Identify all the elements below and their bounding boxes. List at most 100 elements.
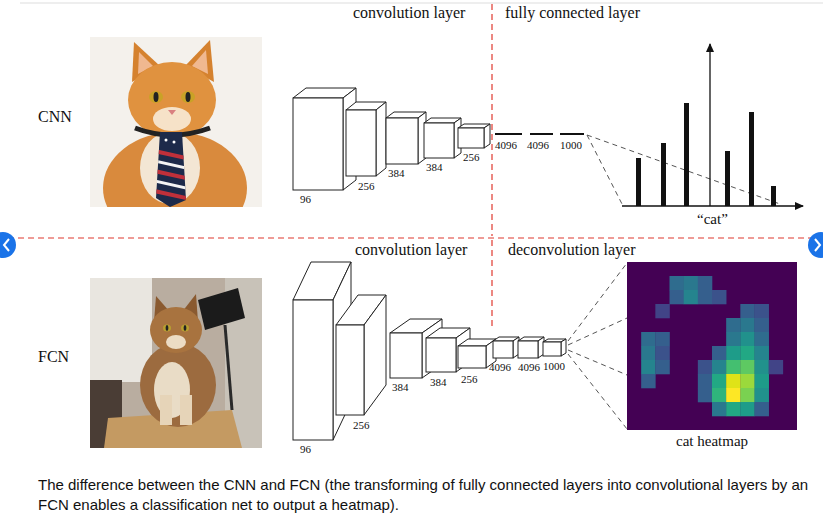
channel-count: 4096: [527, 139, 549, 152]
layer-cube: [386, 112, 426, 164]
cat-photo-part-part: [150, 180, 195, 190]
cube-face: [293, 300, 333, 440]
heatmap-label: cat heatmap: [676, 433, 748, 450]
divider-lines-part: [8, 237, 815, 238]
row-label: FCN: [38, 348, 69, 366]
cat-photo-part: [163, 325, 171, 332]
leader-line-part: [568, 263, 627, 341]
heatmap-cell: [726, 374, 740, 388]
frame-line: [20, 3, 823, 4]
cube-face: [518, 341, 538, 358]
heatmap-cell: [726, 360, 740, 374]
channel-count: 256: [463, 151, 480, 164]
heatmap-cell: [655, 332, 669, 346]
heatmap-cell: [641, 346, 655, 360]
nav-button-part: [4, 239, 9, 251]
heatmap-cell: [670, 276, 684, 290]
channel-count: 4096: [489, 361, 511, 374]
cube-face: [484, 124, 490, 148]
heatmap-cell: [712, 346, 726, 360]
cube-face: [543, 342, 561, 356]
section-title: convolution layer: [355, 241, 467, 259]
cat-photo-part-part: [165, 139, 168, 142]
heatmap: [627, 262, 797, 430]
bar-chart-part: [636, 158, 641, 206]
cat-photo-part-part: [150, 160, 195, 170]
cat-photo-part: [90, 278, 262, 448]
cat-photo-part: [166, 325, 169, 331]
heatmap-cell: [726, 346, 740, 360]
divider-lines-part: [491, 4, 492, 236]
cat-photo-part-part: [150, 170, 195, 180]
cube-face: [346, 110, 376, 176]
cube-face: [561, 339, 566, 356]
cat-photo-part-part: [150, 150, 195, 160]
channel-count: 384: [388, 167, 405, 180]
cat-photo-part: [150, 139, 195, 201]
heatmap-cell: [755, 318, 769, 332]
layer-cube: [543, 339, 566, 356]
cat-photo-part: [150, 307, 202, 353]
cat-photo-part: [140, 343, 216, 427]
leader-line-part: [568, 350, 627, 375]
cat-photo-part: [166, 335, 186, 349]
heatmap-cell: [712, 402, 726, 416]
layer-cube: [518, 337, 544, 358]
channel-count: 4096: [518, 361, 540, 374]
heatmap-cell: [712, 290, 726, 304]
heatmap-cell: [726, 332, 740, 346]
channel-count: 4096: [495, 139, 517, 152]
bar-chart-part: [749, 112, 754, 206]
cube-face: [376, 102, 386, 176]
heatmap-cell: [684, 276, 698, 290]
cat-photo-part: [181, 91, 195, 103]
cube-face: [293, 98, 343, 190]
cube-face: [424, 123, 454, 158]
heatmap-cell: [755, 388, 769, 402]
heatmap-cell: [740, 318, 754, 332]
cat-photo-part: [149, 91, 163, 103]
bar-chart-part: [725, 151, 730, 206]
heatmap-cell: [655, 360, 669, 374]
cube-face: [493, 341, 513, 358]
heatmap-cell: [641, 332, 655, 346]
channel-count: 256: [353, 419, 370, 432]
layer-cube: [493, 337, 519, 358]
cube-face: [458, 346, 486, 368]
heatmap-cell: [755, 402, 769, 416]
heatmap-cell: [755, 346, 769, 360]
heatmap-cell: [726, 388, 740, 402]
heatmap-cell: [712, 374, 726, 388]
channel-count: 256: [461, 373, 478, 386]
heatmap-cell: [755, 374, 769, 388]
heatmap-cell: [712, 388, 726, 402]
bar-chart-part: [709, 44, 710, 206]
cat-photo-part: [160, 395, 172, 425]
heatmap-cell: [769, 360, 783, 374]
cat-photo-part: [168, 110, 176, 115]
cat-photo-part: [181, 325, 189, 332]
row-label: CNN: [38, 108, 72, 126]
heatmap-cell: [755, 360, 769, 374]
heatmap-cell: [740, 402, 754, 416]
channel-count: 384: [392, 381, 409, 394]
channel-count: 1000: [560, 139, 582, 152]
cube-face: [426, 338, 456, 372]
cat-photo-part: [184, 325, 187, 331]
caption: The difference between the CNN and FCN (…: [38, 475, 820, 515]
layer-cube: [346, 102, 386, 176]
heatmap-cell: [698, 360, 712, 374]
cat-photo-part: [90, 278, 152, 382]
heatmap-cell: [740, 360, 754, 374]
nav-button-part: [815, 239, 820, 251]
fc-layer-dash-part: [530, 133, 553, 135]
heatmap-cell: [740, 346, 754, 360]
section-title: deconvolution layer: [508, 241, 636, 259]
heatmap-cell: [655, 304, 669, 318]
heatmap-cell: [740, 374, 754, 388]
heatmap-cell: [641, 360, 655, 374]
fc-layer-dash-part: [495, 133, 522, 135]
fc-layer-dash-part: [560, 133, 584, 135]
heatmap-cell: [670, 290, 684, 304]
